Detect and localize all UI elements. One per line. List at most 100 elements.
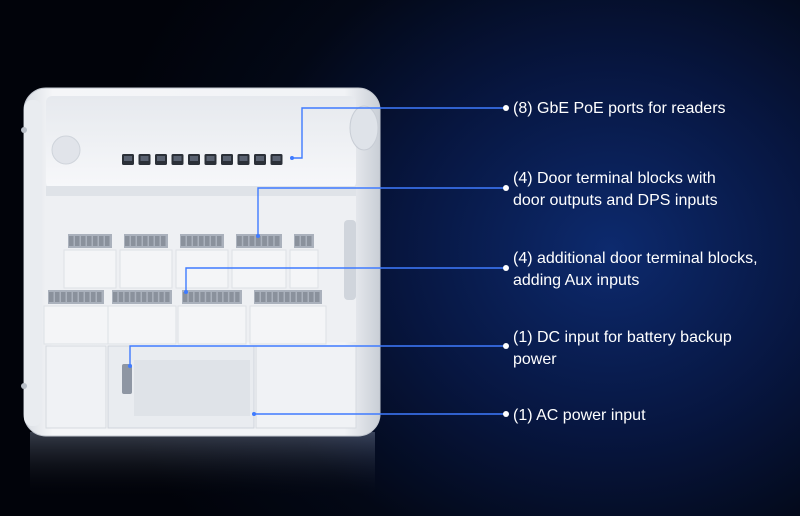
terminal-slot xyxy=(206,292,211,302)
callout-poe-ports: (8) GbE PoE ports for readers xyxy=(513,98,726,120)
poe-port-contact xyxy=(157,156,165,161)
poe-port-contact xyxy=(256,156,264,161)
terminal-slot xyxy=(155,236,160,246)
poe-port-contact xyxy=(206,156,215,161)
terminal-slot xyxy=(268,236,274,246)
terminal-slot xyxy=(274,236,280,246)
callout-door-terminals: (4) Door terminal blocks with door outpu… xyxy=(513,168,718,212)
floor-reflection xyxy=(30,432,375,500)
callout-line: (1) AC power input xyxy=(513,407,646,424)
callout-line: door outputs and DPS inputs xyxy=(513,192,718,209)
terminal-slot xyxy=(307,236,312,246)
terminal-tray xyxy=(231,249,287,289)
terminal-slot xyxy=(295,236,300,246)
terminal-slot xyxy=(291,292,296,302)
hinge-pin-top xyxy=(21,127,27,133)
callout-line: (8) GbE PoE ports for readers xyxy=(513,100,726,117)
terminal-slot xyxy=(55,292,60,302)
terminal-slot xyxy=(87,236,92,246)
leader-dot xyxy=(503,185,509,191)
callout-line: (1) DC input for battery backup xyxy=(513,329,732,346)
terminal-slot xyxy=(147,292,153,302)
terminal-slot xyxy=(79,292,84,302)
terminal-slot xyxy=(149,236,154,246)
terminal-slot xyxy=(194,292,199,302)
poe-port-contact xyxy=(124,156,132,161)
terminal-slot xyxy=(200,292,205,302)
callout-line: (4) Door terminal blocks with xyxy=(513,170,716,187)
poe-port-contact xyxy=(190,156,198,161)
terminal-slot xyxy=(229,292,234,302)
terminal-slot xyxy=(159,292,164,302)
terminal-slot xyxy=(273,292,278,302)
knockout-left xyxy=(51,135,81,165)
poe-port-contact xyxy=(239,156,248,161)
terminal-slot xyxy=(187,236,192,246)
terminal-slot xyxy=(91,292,96,302)
terminal-slot xyxy=(199,236,204,246)
callout-dc-input: (1) DC input for battery backup power xyxy=(513,327,732,371)
terminal-slot xyxy=(69,236,74,246)
leader-dot xyxy=(503,411,509,417)
terminal-slot xyxy=(211,236,216,246)
terminal-slot xyxy=(61,292,66,302)
terminal-slot xyxy=(235,292,240,302)
terminal-slot xyxy=(125,236,130,246)
leader-line xyxy=(257,187,506,236)
terminal-slot xyxy=(142,292,147,302)
terminal-slot xyxy=(113,292,118,302)
leader-dot xyxy=(503,105,509,111)
terminal-slot xyxy=(183,292,188,302)
leader-dot xyxy=(503,265,509,271)
terminal-slot xyxy=(118,292,124,302)
terminal-slot xyxy=(205,236,210,246)
terminal-slot xyxy=(223,292,228,302)
terminal-tray xyxy=(175,249,229,289)
terminal-slot xyxy=(124,292,129,302)
poe-port-contact xyxy=(140,156,149,161)
terminal-tray xyxy=(63,249,117,289)
terminal-slot xyxy=(297,292,302,302)
terminal-slot xyxy=(212,292,217,302)
terminal-slot xyxy=(255,292,260,302)
callout-line: (4) additional door terminal blocks, xyxy=(513,250,758,267)
terminal-slot xyxy=(143,236,148,246)
lower-tray-left xyxy=(45,345,107,429)
terminal-slot xyxy=(188,292,194,302)
side-slot xyxy=(344,220,356,300)
terminal-slot xyxy=(249,236,255,246)
terminal-slot xyxy=(315,292,320,302)
terminal-slot xyxy=(193,236,198,246)
terminal-slot xyxy=(131,236,136,246)
leader-anchor xyxy=(290,156,294,160)
power-compartment-inner xyxy=(134,360,250,416)
terminal-slot xyxy=(237,236,242,246)
terminal-slot xyxy=(165,292,170,302)
terminal-tray xyxy=(119,249,173,289)
terminal-slot xyxy=(153,292,158,302)
leader-anchor xyxy=(128,364,132,368)
terminal-slot xyxy=(81,236,86,246)
terminal-slot xyxy=(267,292,272,302)
terminal-slot xyxy=(309,292,314,302)
poe-port-contact xyxy=(173,156,182,161)
knockout-right xyxy=(349,105,379,151)
leader-anchor xyxy=(252,412,256,416)
terminal-slot xyxy=(285,292,290,302)
terminal-slot xyxy=(105,236,110,246)
poe-port-contact xyxy=(223,156,231,161)
poe-port-contact xyxy=(272,156,281,161)
terminal-slot xyxy=(301,236,306,246)
terminal-slot xyxy=(217,292,223,302)
terminal-slot xyxy=(75,236,80,246)
leader-anchor xyxy=(256,234,260,238)
leader-anchor xyxy=(184,290,188,294)
terminal-slot xyxy=(130,292,135,302)
terminal-tray xyxy=(43,305,109,345)
terminal-tray xyxy=(177,305,247,345)
terminal-slot xyxy=(137,236,142,246)
dc-connector xyxy=(122,364,132,394)
terminal-slot xyxy=(67,292,72,302)
